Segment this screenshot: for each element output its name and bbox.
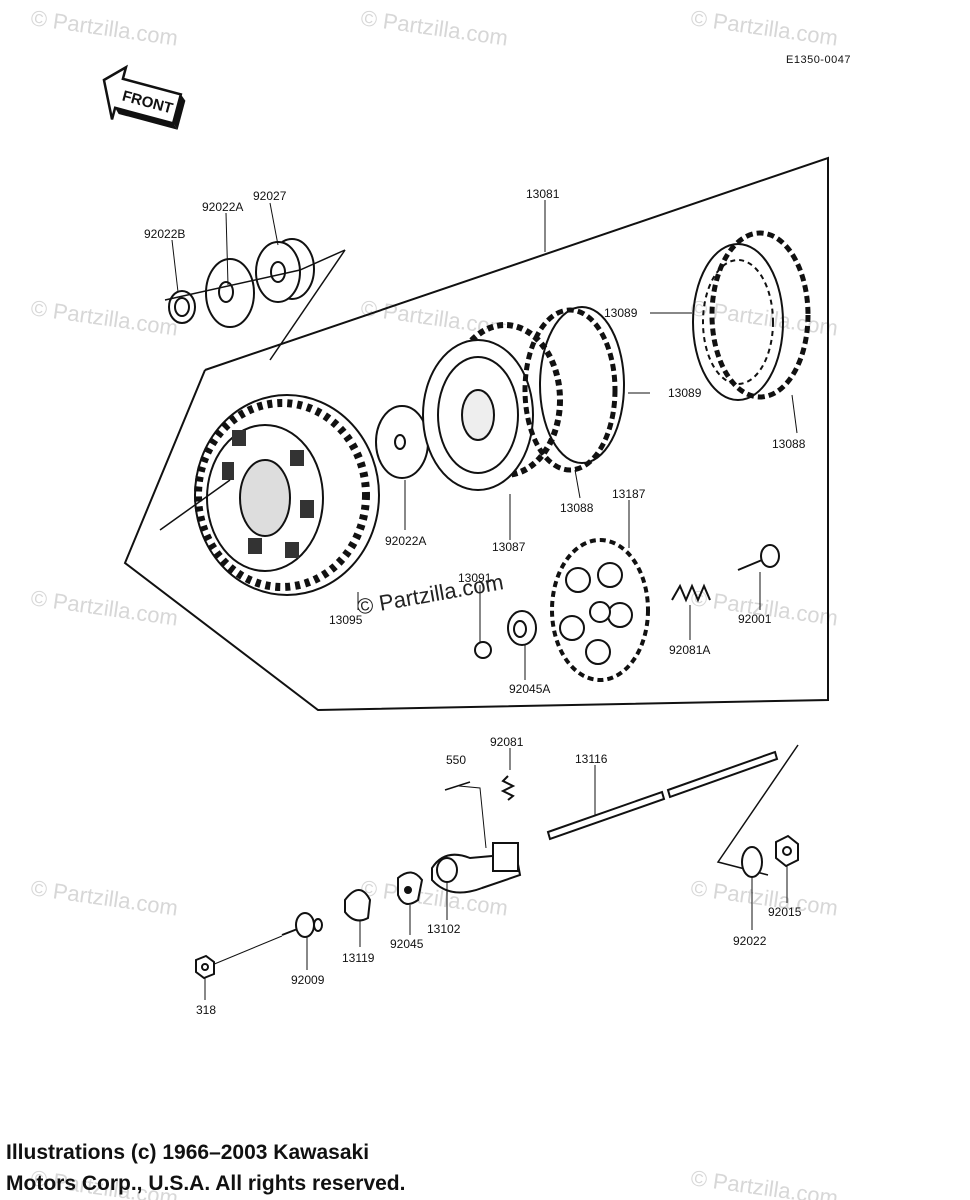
diagram-code: E1350-0047 (786, 54, 851, 66)
plate-13119 (344, 889, 372, 922)
clutch-housing-13095 (194, 394, 380, 596)
watermark: © Partzilla.com (29, 875, 179, 920)
guide-line (269, 249, 346, 361)
part-13091-label: 13091 (458, 571, 492, 585)
guide-line (159, 479, 231, 531)
copyright-notice: Illustrations (c) 1966–2003 Kawasaki Mot… (6, 1137, 405, 1199)
seal-92045 (397, 871, 424, 905)
guide-line (164, 249, 346, 301)
part-92045a-label: 92045A (509, 682, 550, 696)
screw-92009 (281, 912, 323, 938)
plate-stack-right (692, 230, 811, 401)
watermark: © Partzilla.com (359, 5, 509, 50)
leader-lines (171, 200, 798, 680)
bearing-92045a (507, 610, 537, 646)
part-92015-label: 92015 (768, 905, 802, 919)
part-13102-label: 13102 (427, 922, 461, 936)
lever-13102 (431, 842, 522, 894)
watermark: © Partzilla.com (29, 5, 179, 50)
washer-92022a-mid (375, 405, 429, 479)
copyright-line-1: Illustrations (c) 1966–2003 Kawasaki (6, 1141, 370, 1164)
washer-92022 (741, 846, 763, 878)
watermark: © Partzilla.com (689, 875, 839, 920)
part-550-label: 550 (446, 753, 466, 767)
part-92081-label: 92081 (490, 735, 524, 749)
watermark: © Partzilla.com (689, 5, 839, 50)
part-92022a-mid-label: 92022A (385, 534, 426, 548)
ball-13091 (474, 641, 492, 659)
shaft-13116 (546, 750, 779, 841)
part-13116-label: 13116 (575, 752, 608, 766)
front-arrow-icon: FRONT (102, 64, 186, 130)
seal-92022b (168, 290, 196, 324)
part-92081a-label: 92081A (669, 643, 710, 657)
part-92022a-top-label: 92022A (202, 200, 243, 214)
leader-line (458, 785, 487, 849)
part-92009-label: 92009 (291, 973, 325, 987)
part-13187-label: 13187 (612, 487, 646, 501)
part-92022b-label: 92022B (144, 227, 185, 241)
part-92022-label: 92022 (733, 934, 767, 948)
washer-92022a-top (205, 258, 255, 328)
collar-92027 (255, 238, 315, 303)
leader-line (444, 781, 471, 791)
part-92001-label: 92001 (738, 612, 772, 626)
clutch-hub-13087 (422, 322, 563, 491)
bolt-92001 (737, 544, 780, 571)
part-92027-label: 92027 (253, 189, 287, 203)
part-13088-label-right: 13088 (772, 437, 806, 451)
part-13081-label: 13081 (526, 187, 560, 201)
part-13088-label-mid: 13088 (560, 501, 594, 515)
pressure-plate-13187 (550, 538, 650, 682)
part-13119-label: 13119 (342, 951, 375, 965)
part-13095-label: 13095 (329, 613, 363, 627)
part-labels: 13081 92027 92022A 92022B 13089 13089 13… (144, 187, 806, 1017)
nut-318 (195, 954, 215, 980)
watermark: © Partzilla.com (689, 1165, 839, 1200)
part-13089-label-a: 13089 (604, 306, 638, 320)
plate-stack-mid (522, 306, 625, 473)
leader-lines-lower (204, 748, 788, 1000)
spring-92081a (671, 583, 711, 603)
assembly-outline (123, 156, 829, 712)
copyright-line-2: Motors Corp., U.S.A. All rights reserved… (6, 1172, 406, 1195)
watermark: © Partzilla.com (29, 295, 179, 340)
watermark: © Partzilla.com (29, 585, 179, 630)
part-318-label: 318 (196, 1003, 216, 1017)
part-13087-label: 13087 (492, 540, 526, 554)
spring-92081 (500, 775, 516, 801)
part-92045-label: 92045 (390, 937, 424, 951)
part-13089-label-b: 13089 (668, 386, 702, 400)
nut-92015 (775, 834, 799, 868)
guide-line (211, 935, 283, 966)
